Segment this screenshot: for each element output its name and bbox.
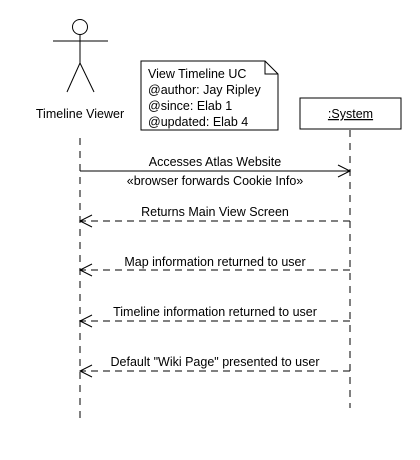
arrowhead-right-icon bbox=[337, 164, 352, 178]
note-line: @updated: Elab 4 bbox=[148, 115, 248, 129]
system-object-box bbox=[299, 97, 402, 130]
arrowhead-left-icon bbox=[78, 214, 93, 228]
note: View Timeline UC @author: Jay Ripley @si… bbox=[140, 60, 279, 131]
arrowhead-left-icon bbox=[78, 364, 93, 378]
actor-figure-icon bbox=[53, 19, 108, 93]
arrowhead-left-icon bbox=[78, 263, 93, 277]
message-label: Accesses Atlas Website bbox=[149, 155, 282, 169]
note-line: @since: Elab 1 bbox=[148, 99, 232, 113]
note-line: View Timeline UC bbox=[148, 67, 246, 81]
message-label: Map information returned to user bbox=[124, 255, 305, 269]
note-line: @author: Jay Ripley bbox=[148, 83, 261, 97]
system-object-label: :System bbox=[328, 107, 373, 121]
arrowhead-left-icon bbox=[78, 314, 93, 328]
actor-label: Timeline Viewer bbox=[36, 107, 124, 121]
message-sublabel: «browser forwards Cookie Info» bbox=[127, 174, 304, 188]
message-label: Default "Wiki Page" presented to user bbox=[111, 355, 320, 369]
message-label: Timeline information returned to user bbox=[113, 305, 317, 319]
message-label: Returns Main View Screen bbox=[141, 205, 289, 219]
